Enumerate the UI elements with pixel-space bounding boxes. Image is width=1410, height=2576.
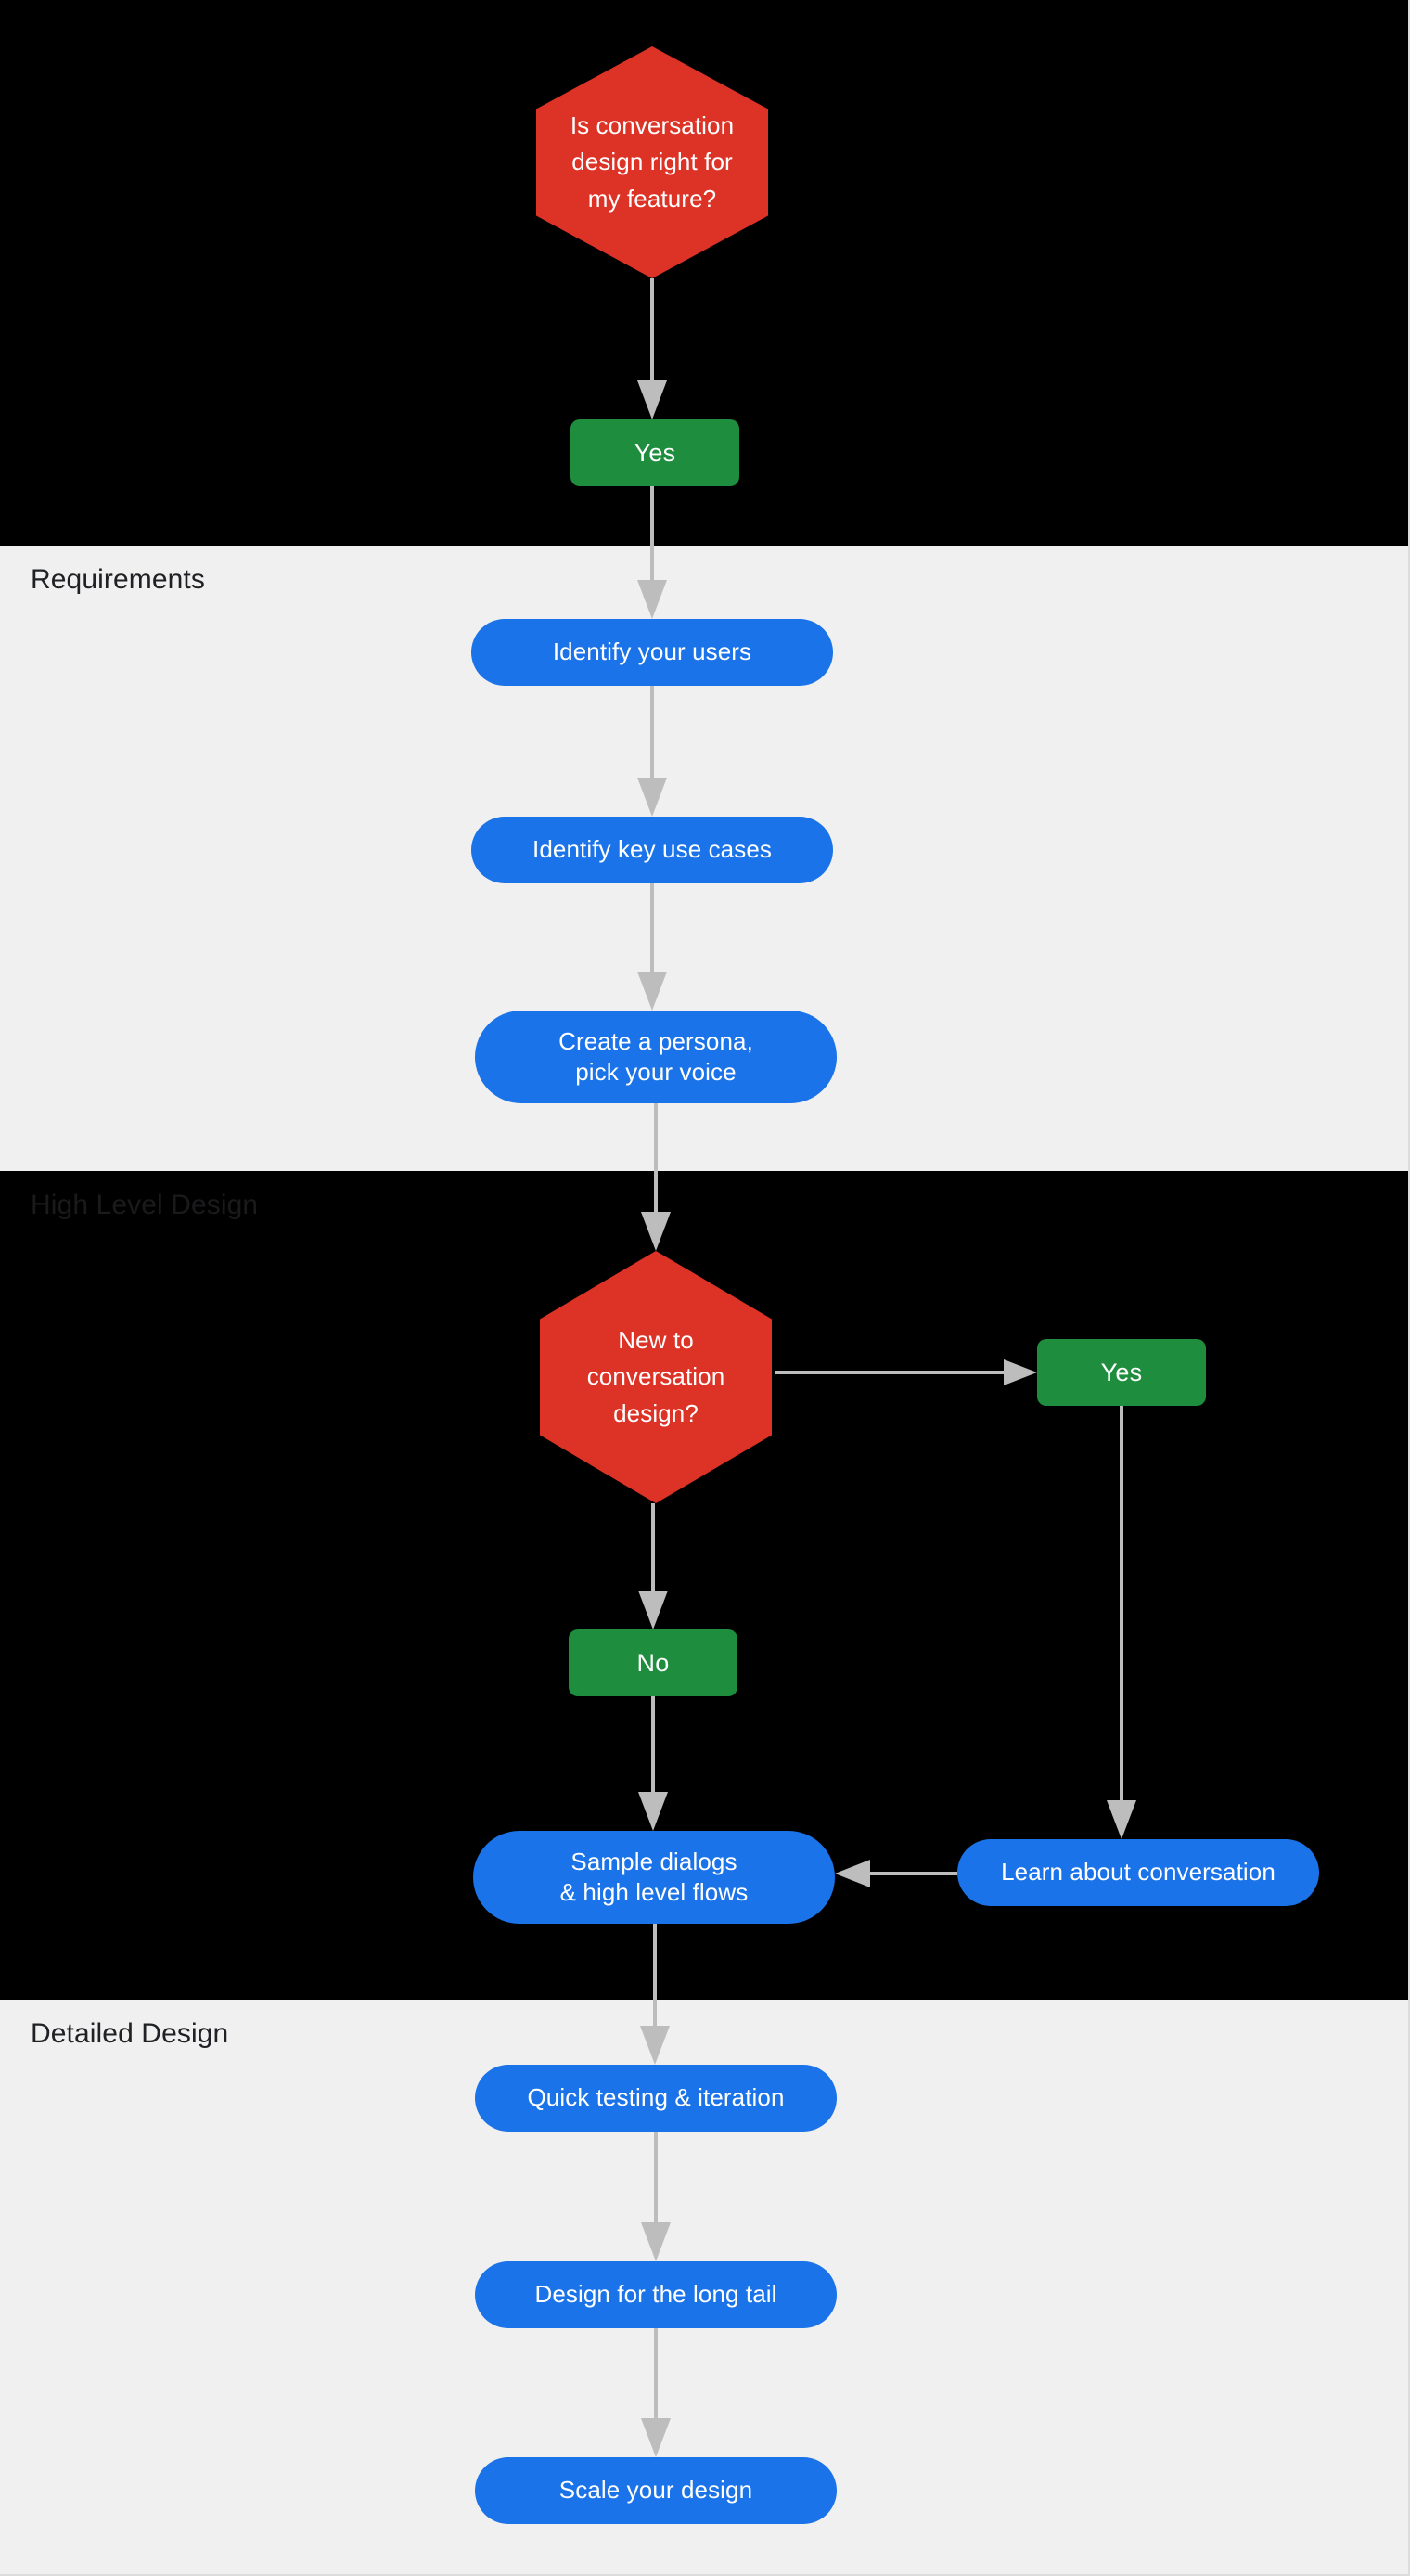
- step-node-design-for-the-long-tail[interactable]: Design for the long tail: [475, 2261, 837, 2328]
- node-label-line: Identify your users: [552, 638, 752, 666]
- node-label: Sample dialogs & high level flows: [560, 1847, 749, 1909]
- section-title-high-level-design: High Level Design: [31, 1190, 259, 1220]
- node-label: New to conversation design?: [540, 1322, 772, 1433]
- node-label: Is conversation design right for my featur…: [536, 108, 768, 218]
- node-label: Design for the long tail: [534, 2279, 776, 2310]
- node-label: Scale your design: [559, 2475, 752, 2505]
- node-label: Identify your users: [553, 637, 751, 667]
- step-node-learn-about-conversation[interactable]: Learn about conversation: [957, 1839, 1319, 1906]
- node-label: Identify key use cases: [532, 834, 772, 865]
- section-title-requirements: Requirements: [31, 564, 205, 595]
- node-label: Quick testing & iteration: [527, 2082, 784, 2113]
- node-label-line: Design for the long tail: [534, 2280, 777, 2309]
- decision-node-is-conversation-design-right-for-my-feature[interactable]: Is conversation design right for my featur…: [536, 46, 768, 278]
- node-label-line: Scale your design: [558, 2476, 753, 2505]
- node-label-line: Is conversation: [570, 110, 735, 139]
- node-label-line: Sample dialogs: [570, 1847, 737, 1875]
- node-label-line: design right for: [571, 148, 733, 176]
- node-label-line: pick your voice: [575, 1058, 737, 1086]
- step-node-sample-dialogs-and-high-level-flows[interactable]: Sample dialogs & high level flows: [473, 1831, 835, 1924]
- node-label-line: No: [636, 1648, 670, 1677]
- step-node-scale-your-design[interactable]: Scale your design: [475, 2457, 837, 2524]
- node-label: Learn about conversation: [1001, 1857, 1275, 1887]
- node-label-line: Identify key use cases: [532, 835, 772, 864]
- answer-node-yes[interactable]: Yes: [1037, 1339, 1206, 1406]
- step-node-quick-testing-and-iteration[interactable]: Quick testing & iteration: [475, 2065, 837, 2132]
- step-node-identify-your-users[interactable]: Identify your users: [471, 619, 833, 686]
- answer-node-no[interactable]: No: [569, 1629, 737, 1696]
- node-label-line: design?: [613, 1398, 699, 1427]
- node-label-line: & high level flows: [559, 1878, 749, 1906]
- answer-node-yes[interactable]: Yes: [570, 419, 739, 486]
- node-label: No: [637, 1649, 670, 1678]
- node-label-line: Quick testing & iteration: [527, 2083, 785, 2112]
- node-label-line: New to: [618, 1325, 694, 1354]
- node-label-line: my feature?: [587, 184, 717, 213]
- node-label: Create a persona, pick your voice: [558, 1026, 753, 1088]
- section-title-detailed-design: Detailed Design: [31, 2018, 229, 2049]
- node-label: Yes: [634, 439, 676, 468]
- decision-node-new-to-conversation-design[interactable]: New to conversation design?: [540, 1251, 772, 1503]
- node-label-line: Create a persona,: [558, 1026, 753, 1055]
- node-label: Yes: [1101, 1359, 1143, 1387]
- node-label-line: Yes: [634, 438, 676, 467]
- step-node-create-a-persona-pick-your-voice[interactable]: Create a persona, pick your voice: [475, 1011, 837, 1103]
- node-label-line: Yes: [1100, 1358, 1143, 1386]
- node-label-line: Learn about conversation: [1001, 1858, 1275, 1887]
- step-node-identify-key-use-cases[interactable]: Identify key use cases: [471, 817, 833, 883]
- node-label-line: conversation: [586, 1362, 725, 1391]
